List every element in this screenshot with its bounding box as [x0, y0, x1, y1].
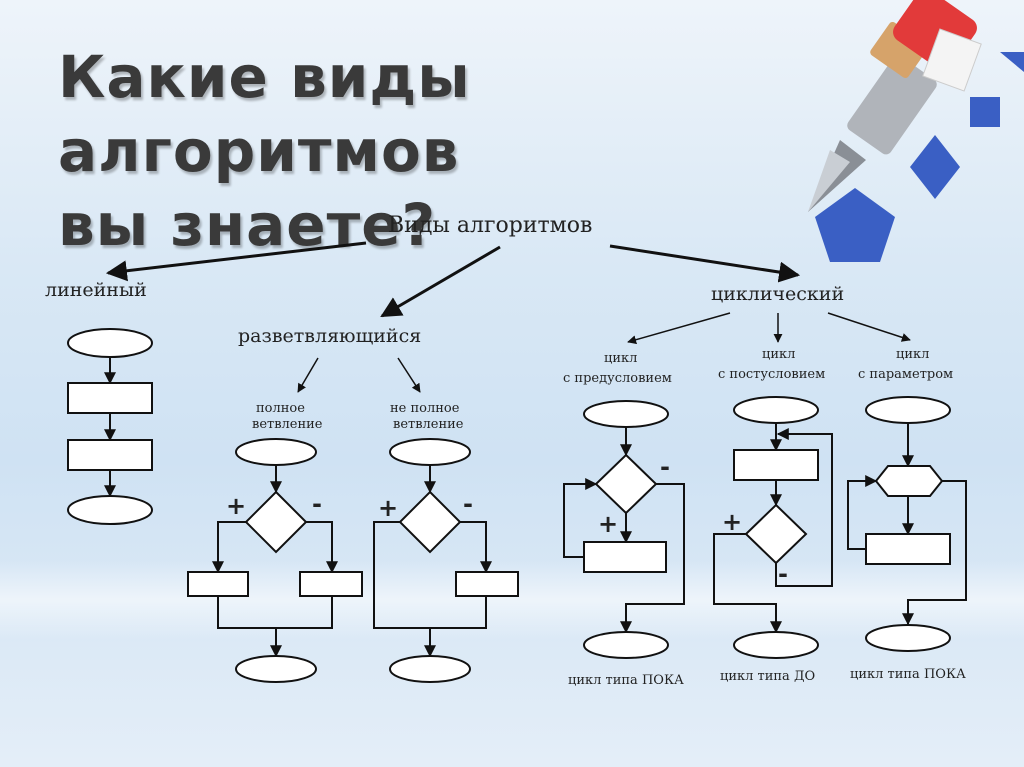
- cycle-param-label-1: цикл: [896, 347, 929, 362]
- cycle-post-label-2: с постусловием: [718, 367, 825, 382]
- full-branch-label-1: полное: [256, 401, 305, 416]
- pen-illustration: [808, 0, 982, 212]
- title-line-2: вы знаете?: [58, 191, 437, 259]
- linear-flowchart: [67, 328, 153, 525]
- post-loop-plus: +: [722, 508, 742, 536]
- triangle-shape-icon: [1000, 52, 1024, 72]
- cycle-post-label-1: цикл: [762, 347, 795, 362]
- square-shape-icon: [970, 97, 1000, 127]
- post-condition-loop-flowchart: [713, 396, 833, 659]
- incomplete-branch-label-1: не полное: [390, 401, 460, 416]
- cyclic-label: циклический: [711, 283, 844, 305]
- root-label: Виды алгоритмов: [388, 213, 592, 238]
- parameter-loop-flowchart: [847, 396, 967, 652]
- diamond-shape-icon: [910, 135, 960, 199]
- pre-condition-loop-flowchart: [563, 400, 685, 659]
- full-branch-flowchart: [187, 438, 363, 683]
- cycle-param-label-2: с параметром: [858, 367, 953, 382]
- title-line-1: Какие виды алгоритмов: [58, 43, 471, 185]
- incomplete-branch-label-2: ветвление: [393, 417, 464, 432]
- linear-label: линейный: [45, 279, 147, 301]
- incomplete-branch-minus: -: [463, 490, 473, 518]
- pre-loop-plus: +: [598, 510, 618, 538]
- slide-title: Какие виды алгоритмов вы знаете?: [58, 40, 818, 262]
- full-branch-label-2: ветвление: [252, 417, 323, 432]
- caption-param: цикл типа ПОКА: [850, 667, 966, 682]
- cycle-pre-label-2: с предусловием: [563, 371, 672, 386]
- post-loop-minus: -: [778, 560, 788, 588]
- branching-label: разветвляющийся: [238, 325, 421, 347]
- incomplete-branch-flowchart: [373, 438, 519, 683]
- pentagon-shape-icon: [815, 188, 895, 262]
- cycle-pre-label-1: цикл: [604, 351, 637, 366]
- full-branch-minus: -: [312, 490, 322, 518]
- incomplete-branch-plus: +: [378, 494, 398, 522]
- caption-post: цикл типа ДО: [720, 669, 815, 684]
- pre-loop-minus: -: [660, 453, 670, 481]
- caption-pre: цикл типа ПОКА: [568, 673, 684, 688]
- full-branch-plus: +: [226, 492, 246, 520]
